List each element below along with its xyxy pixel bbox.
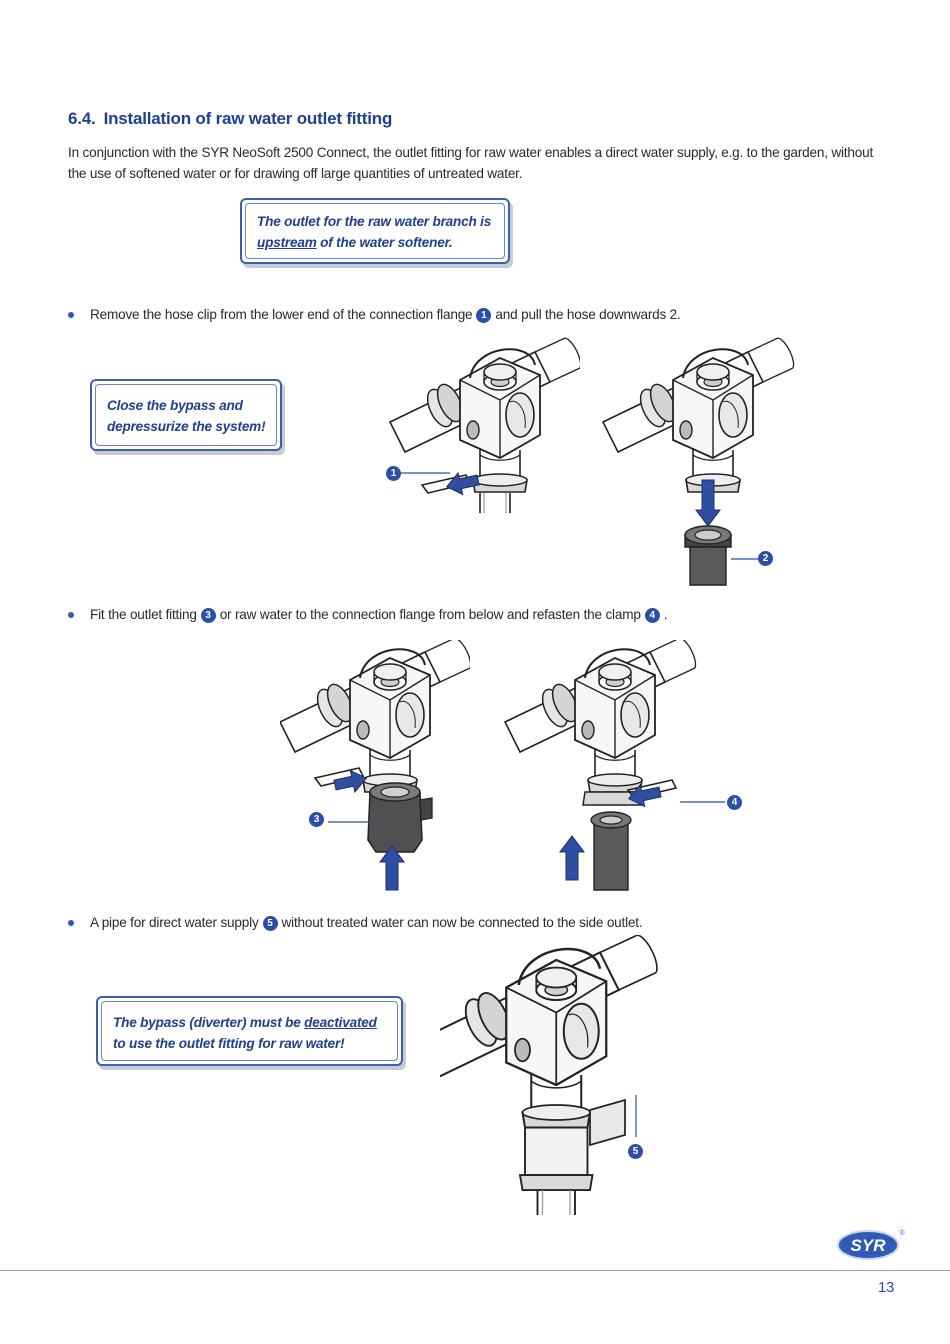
note-bypass-deactivate-pre: The bypass (diverter) must be bbox=[113, 1015, 305, 1030]
bullet-dot bbox=[68, 920, 74, 926]
note-inner-border bbox=[101, 1001, 398, 1061]
note-bypass-deactivate-line2: to use the outlet fitting for raw water! bbox=[113, 1036, 345, 1051]
note-inner-border bbox=[95, 384, 277, 446]
footer-divider bbox=[0, 1270, 950, 1271]
note-upstream: The outlet for the raw water branch is u… bbox=[240, 198, 510, 264]
step-2-pre: Fit the outlet fitting bbox=[90, 607, 197, 622]
figure-refasten-clamp bbox=[504, 640, 725, 891]
step-3-pre: A pipe for direct water supply bbox=[90, 915, 259, 930]
callout-1: 1 bbox=[386, 466, 401, 481]
section-heading: 6.4. Installation of raw water outlet fit… bbox=[68, 109, 392, 129]
note-upstream-line2: upstream of the water softener. bbox=[257, 232, 491, 253]
note-upstream-post: of the water softener. bbox=[316, 235, 453, 250]
note-inner-border bbox=[245, 203, 505, 259]
intro-paragraph: In conjunction with the SYR NeoSoft 2500… bbox=[68, 145, 874, 181]
callout-5: 5 bbox=[628, 1144, 643, 1159]
step-1-pre: Remove the hose clip from the lower end … bbox=[90, 307, 473, 322]
step-1-post: and pull the hose downwards 2. bbox=[495, 307, 681, 322]
callout-4: 4 bbox=[727, 795, 742, 810]
step-2-post: . bbox=[663, 607, 668, 622]
step-1: Remove the hose clip from the lower end … bbox=[68, 305, 681, 325]
logo-registered-mark: ® bbox=[899, 1229, 905, 1237]
logo-text: SYR bbox=[851, 1236, 887, 1255]
step-3-marker: 5 bbox=[262, 915, 278, 931]
step-2: Fit the outlet fitting 3 or raw water to… bbox=[68, 605, 667, 625]
figure-fit-outlet bbox=[280, 640, 470, 891]
note-bypass-deactivate-line1: The bypass (diverter) must be deactivate… bbox=[113, 1012, 377, 1033]
note-bypass-deactivate-underlined: deactivated bbox=[304, 1015, 377, 1030]
bullet-dot bbox=[68, 312, 74, 318]
figure-pull-hose bbox=[602, 337, 795, 586]
syr-logo: SYR ® bbox=[837, 1229, 905, 1260]
figure-remove-clip bbox=[389, 337, 580, 513]
note-upstream-line1: The outlet for the raw water branch is bbox=[257, 214, 492, 229]
step-2-marker-2: 4 bbox=[644, 607, 660, 623]
note-bypass-close: Close the bypass and depressurize the sy… bbox=[90, 379, 282, 451]
bullet-dot bbox=[68, 612, 74, 618]
figure-installed-outlet bbox=[440, 935, 659, 1215]
step-2-marker-1: 3 bbox=[200, 607, 216, 623]
step-3-post: without treated water can now be connect… bbox=[281, 915, 643, 930]
callout-2: 2 bbox=[758, 551, 773, 566]
note-bypass-close-line1: Close the bypass and bbox=[107, 398, 243, 413]
page-number: 13 bbox=[878, 1279, 895, 1296]
section-number: 6.4. bbox=[68, 109, 96, 128]
note-bypass-close-text: Close the bypass and depressurize the sy… bbox=[107, 395, 266, 437]
note-bypass-deactivate: The bypass (diverter) must be deactivate… bbox=[96, 996, 403, 1066]
note-bypass-close-line2: depressurize the system! bbox=[107, 419, 266, 434]
section-title: Installation of raw water outlet fitting bbox=[103, 109, 393, 128]
step-2-mid: or raw water to the connection flange fr… bbox=[219, 607, 641, 622]
note-upstream-underlined: upstream bbox=[257, 235, 317, 250]
step-1-marker: 1 bbox=[476, 307, 492, 323]
note-bypass-deactivate-text: The bypass (diverter) must be deactivate… bbox=[113, 1012, 377, 1054]
callout-3: 3 bbox=[309, 812, 324, 827]
step-3: A pipe for direct water supply 5 without… bbox=[68, 913, 643, 933]
note-upstream-text: The outlet for the raw water branch is u… bbox=[257, 211, 491, 253]
